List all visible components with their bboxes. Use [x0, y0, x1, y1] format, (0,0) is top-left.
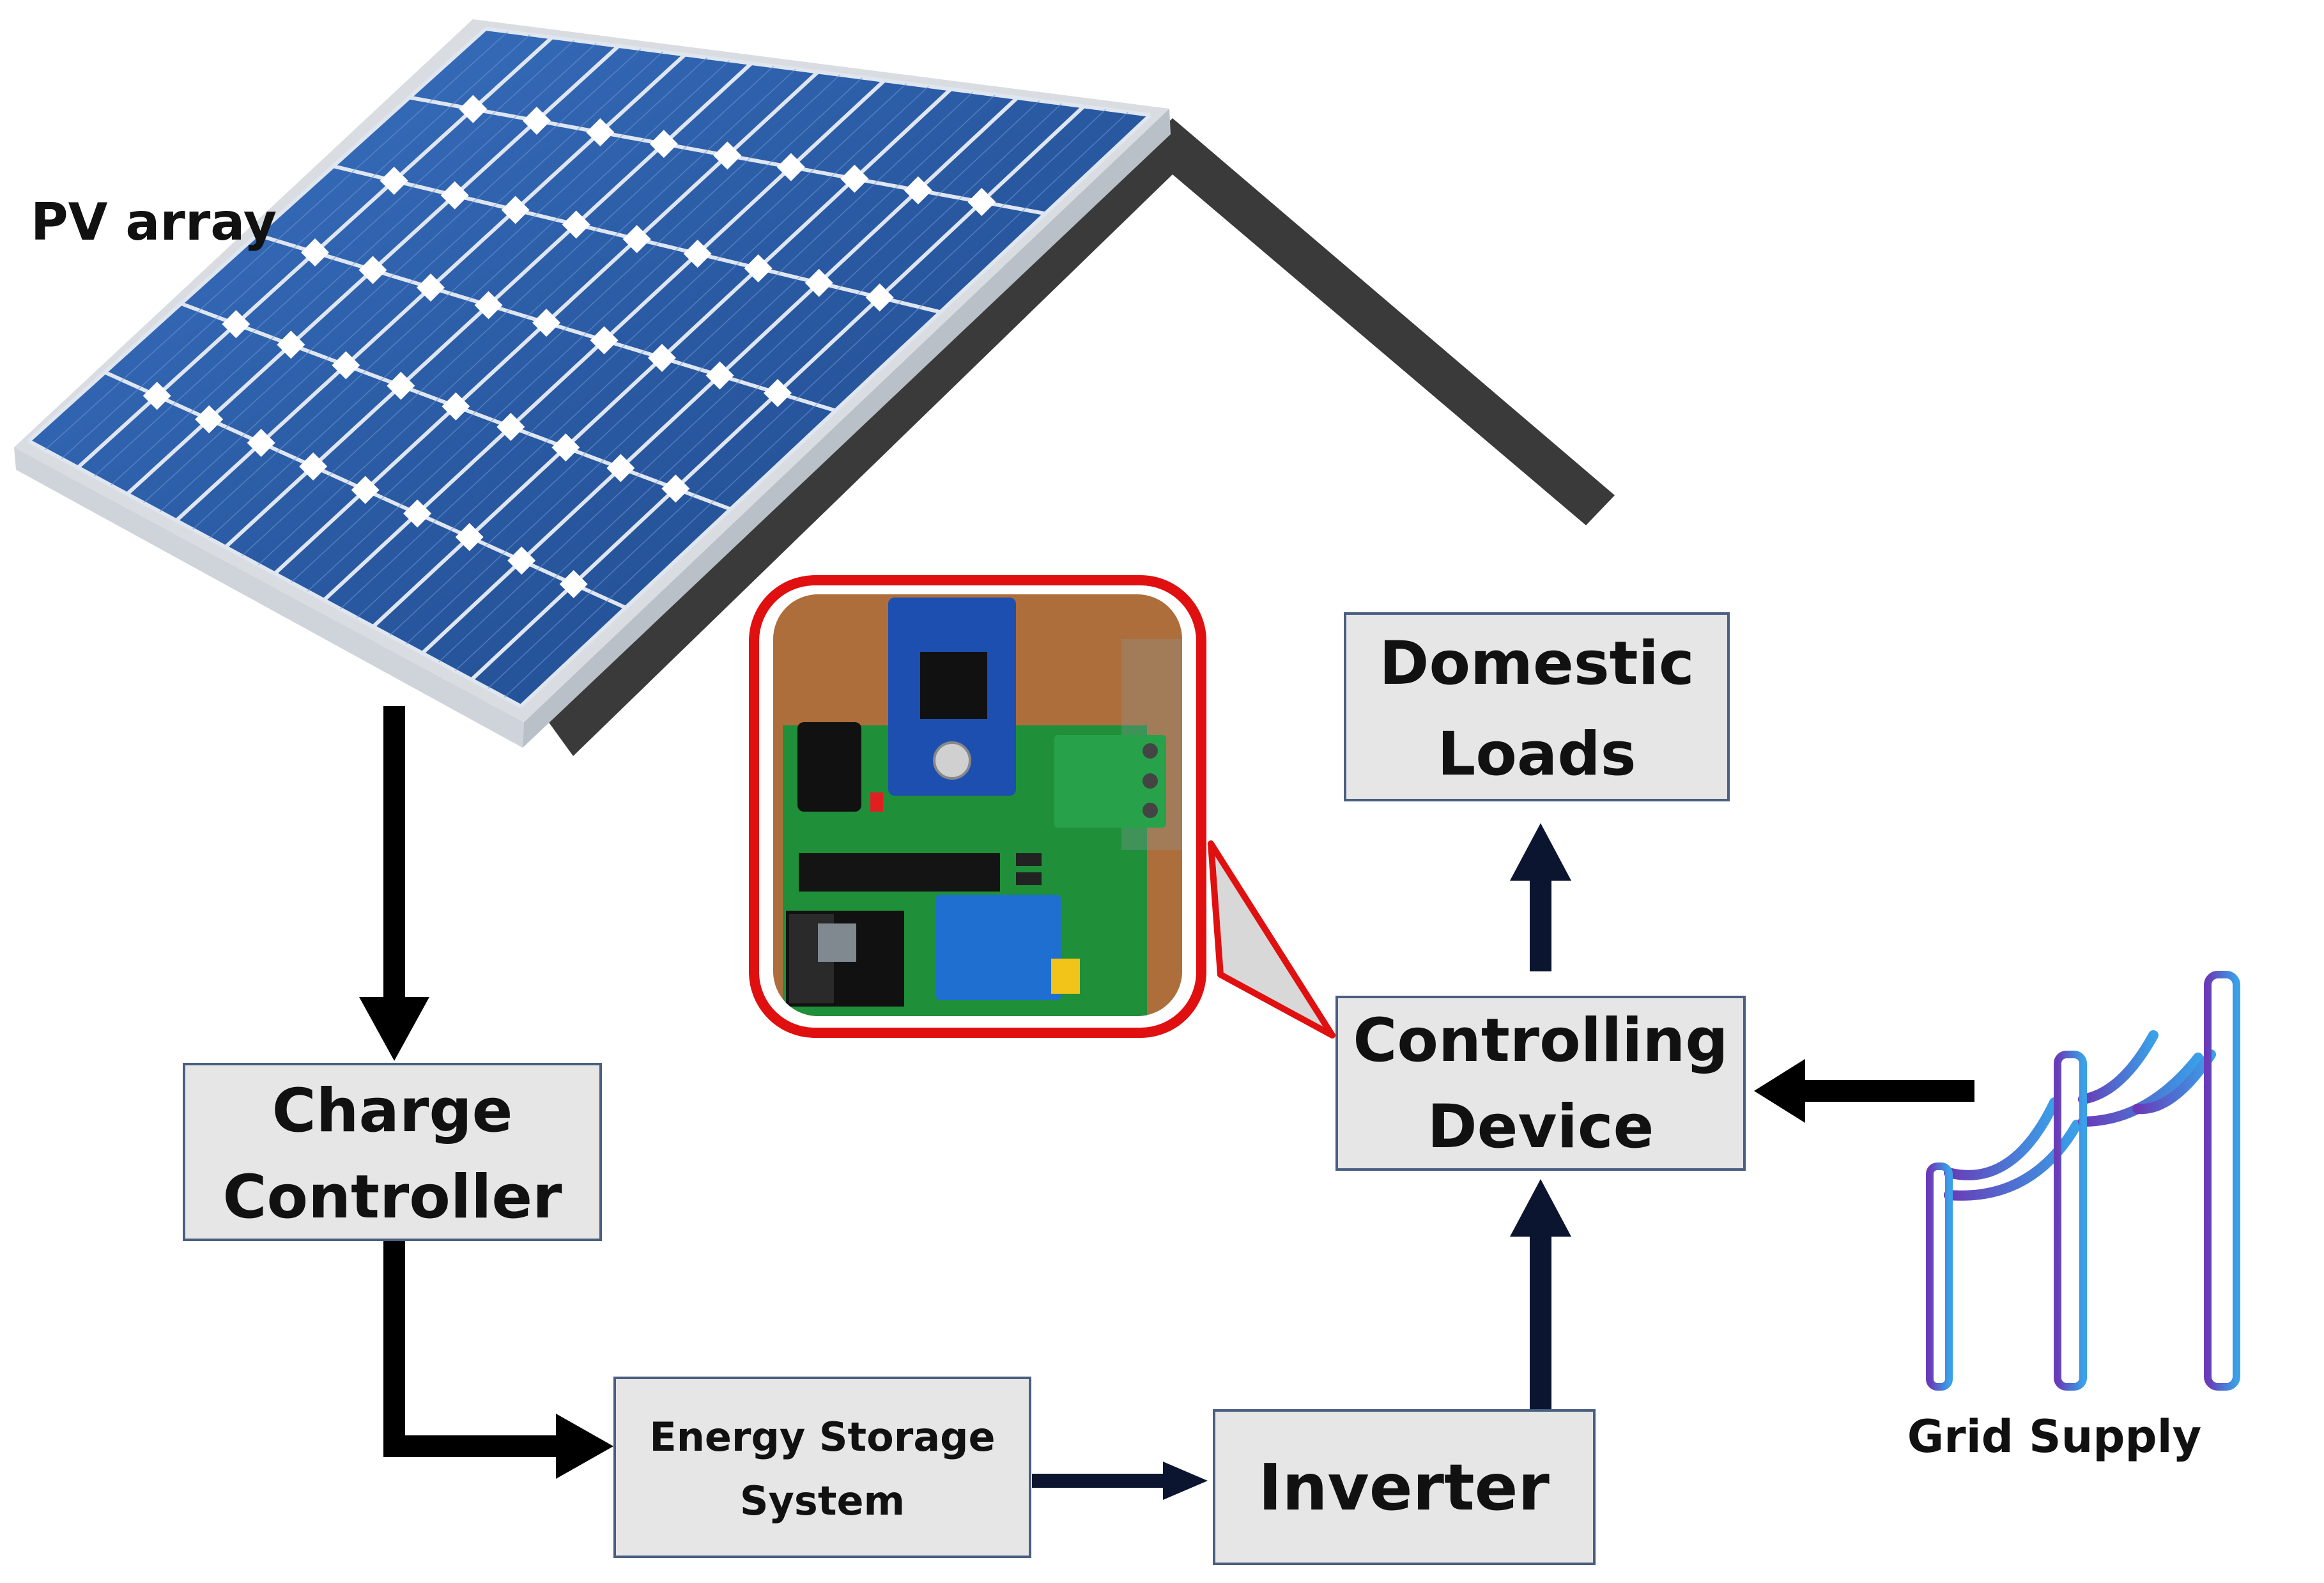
panel-cell-corner	[904, 176, 932, 205]
svg-text:System: System	[740, 1478, 905, 1524]
svg-text:Controlling: Controlling	[1353, 1006, 1728, 1076]
panel-cell-corner	[622, 225, 651, 254]
panel-busbar-line	[454, 103, 1062, 672]
panel-cell-corner	[277, 330, 305, 359]
panel-cell-corner	[351, 475, 380, 504]
panel-cell-corner	[648, 344, 676, 372]
controller-board-photo	[773, 594, 1182, 1016]
panel-cell-corner	[776, 153, 805, 181]
panel-busbar-line	[110, 42, 597, 486]
panel-cell-corner	[332, 351, 360, 380]
panel-cell-corner	[804, 268, 833, 297]
panel-cell-corner	[522, 106, 551, 135]
panel-cell-corner	[606, 454, 635, 483]
panel-cell-corner	[142, 382, 171, 410]
domestic-loads-block: Domestic Loads	[1344, 612, 1730, 801]
panel-cell-corner	[551, 433, 580, 462]
panel-cell-corner	[532, 309, 560, 337]
panel-busbar-line	[488, 109, 1107, 689]
panel-busbar-line	[159, 51, 663, 513]
inverter-block: Inverter	[1213, 1409, 1596, 1565]
panel-cell-corner	[247, 429, 275, 457]
pv-array-label: PV array	[31, 192, 277, 252]
panel-cell-corner	[713, 141, 742, 170]
svg-text:Device: Device	[1427, 1092, 1654, 1162]
panel-cell-corner	[455, 523, 484, 552]
house-roof	[546, 118, 1615, 756]
panel-busbar-line	[192, 57, 708, 530]
panel-cell-corner	[403, 499, 432, 528]
panel-busbar-line	[61, 34, 530, 459]
panel-cell-corner	[299, 452, 328, 481]
panel-busbar-line	[258, 68, 796, 566]
arrow-storage-to-inverter	[1032, 1462, 1208, 1500]
panel-cell-corner	[586, 118, 615, 146]
panel-cell-corner	[501, 196, 530, 224]
panel-cell-corner	[649, 130, 678, 158]
panel-cell-corner	[195, 405, 224, 434]
panel-busbar-line	[405, 94, 996, 645]
panel-cell-corner	[387, 371, 415, 400]
controlling-device-block: Controlling Device	[1335, 996, 1746, 1171]
panel-busbar-line	[143, 48, 642, 504]
panel-cell-corner	[417, 274, 445, 302]
panel-cell-corner	[459, 95, 488, 123]
panel-busbar-line	[504, 111, 1128, 698]
panel-cell-corner	[865, 283, 894, 312]
svg-text:Inverter: Inverter	[1258, 1450, 1550, 1525]
panel-cell-corner	[440, 181, 469, 210]
arrow-inverter-to-controlling-device	[1510, 1179, 1571, 1409]
svg-text:Charge: Charge	[272, 1076, 513, 1146]
energy-storage-block: Energy Storage System	[613, 1377, 1031, 1558]
panel-busbar-line	[438, 100, 1040, 663]
arrow-charge-controller-to-storage	[383, 1240, 613, 1479]
grid-supply-pylon-icon	[1895, 971, 2302, 1391]
panel-cell-corner	[380, 166, 408, 195]
panel-cell-corner	[764, 379, 792, 407]
svg-text:Energy Storage: Energy Storage	[649, 1414, 995, 1460]
panel-cell-corner	[562, 210, 590, 239]
svg-text:Controller: Controller	[223, 1162, 563, 1232]
panel-cell-corner	[474, 291, 503, 320]
grid-supply-label: Grid Supply	[1907, 1410, 2202, 1463]
panel-cell-corner	[301, 238, 329, 266]
panel-cell-corner	[967, 188, 996, 216]
panel-cell-corner	[705, 361, 734, 390]
panel-cell-corner	[496, 413, 525, 441]
panel-busbar-line	[208, 59, 730, 539]
panel-cell-corner	[222, 310, 250, 339]
panel-cell-corner	[358, 256, 387, 284]
panel-cell-corner	[661, 474, 690, 503]
svg-text:Domestic: Domestic	[1379, 629, 1694, 699]
controller-board-callout	[749, 575, 1335, 1039]
arrow-grid-to-controlling-device	[1754, 1059, 1974, 1123]
panel-busbar-line	[356, 86, 929, 619]
arrow-panel-to-charge-controller	[359, 706, 429, 1061]
panel-cell-corner	[744, 254, 773, 282]
panel-cell-corner	[590, 326, 619, 355]
panel-busbar-line	[340, 82, 907, 610]
arrow-controlling-device-to-domestic-loads	[1510, 823, 1571, 971]
panel-busbar-line	[94, 40, 575, 477]
panel-cell-grid	[27, 27, 1152, 708]
solar-panel-icon	[14, 19, 1171, 748]
panel-busbar-line	[291, 74, 841, 583]
panel-cell-corner	[683, 240, 712, 268]
panel-busbar-line	[242, 65, 774, 557]
panel-cell-corner	[559, 570, 588, 598]
panel-cell-corner	[840, 164, 869, 193]
panel-busbar-line	[45, 31, 509, 451]
panel-cell-corner	[507, 546, 536, 575]
panel-cell-corner	[442, 392, 470, 421]
charge-controller-block: Charge Controller	[183, 1063, 602, 1241]
panel-busbar-line	[389, 91, 974, 636]
svg-text:Loads: Loads	[1437, 720, 1636, 789]
panel-busbar-line	[307, 77, 863, 592]
